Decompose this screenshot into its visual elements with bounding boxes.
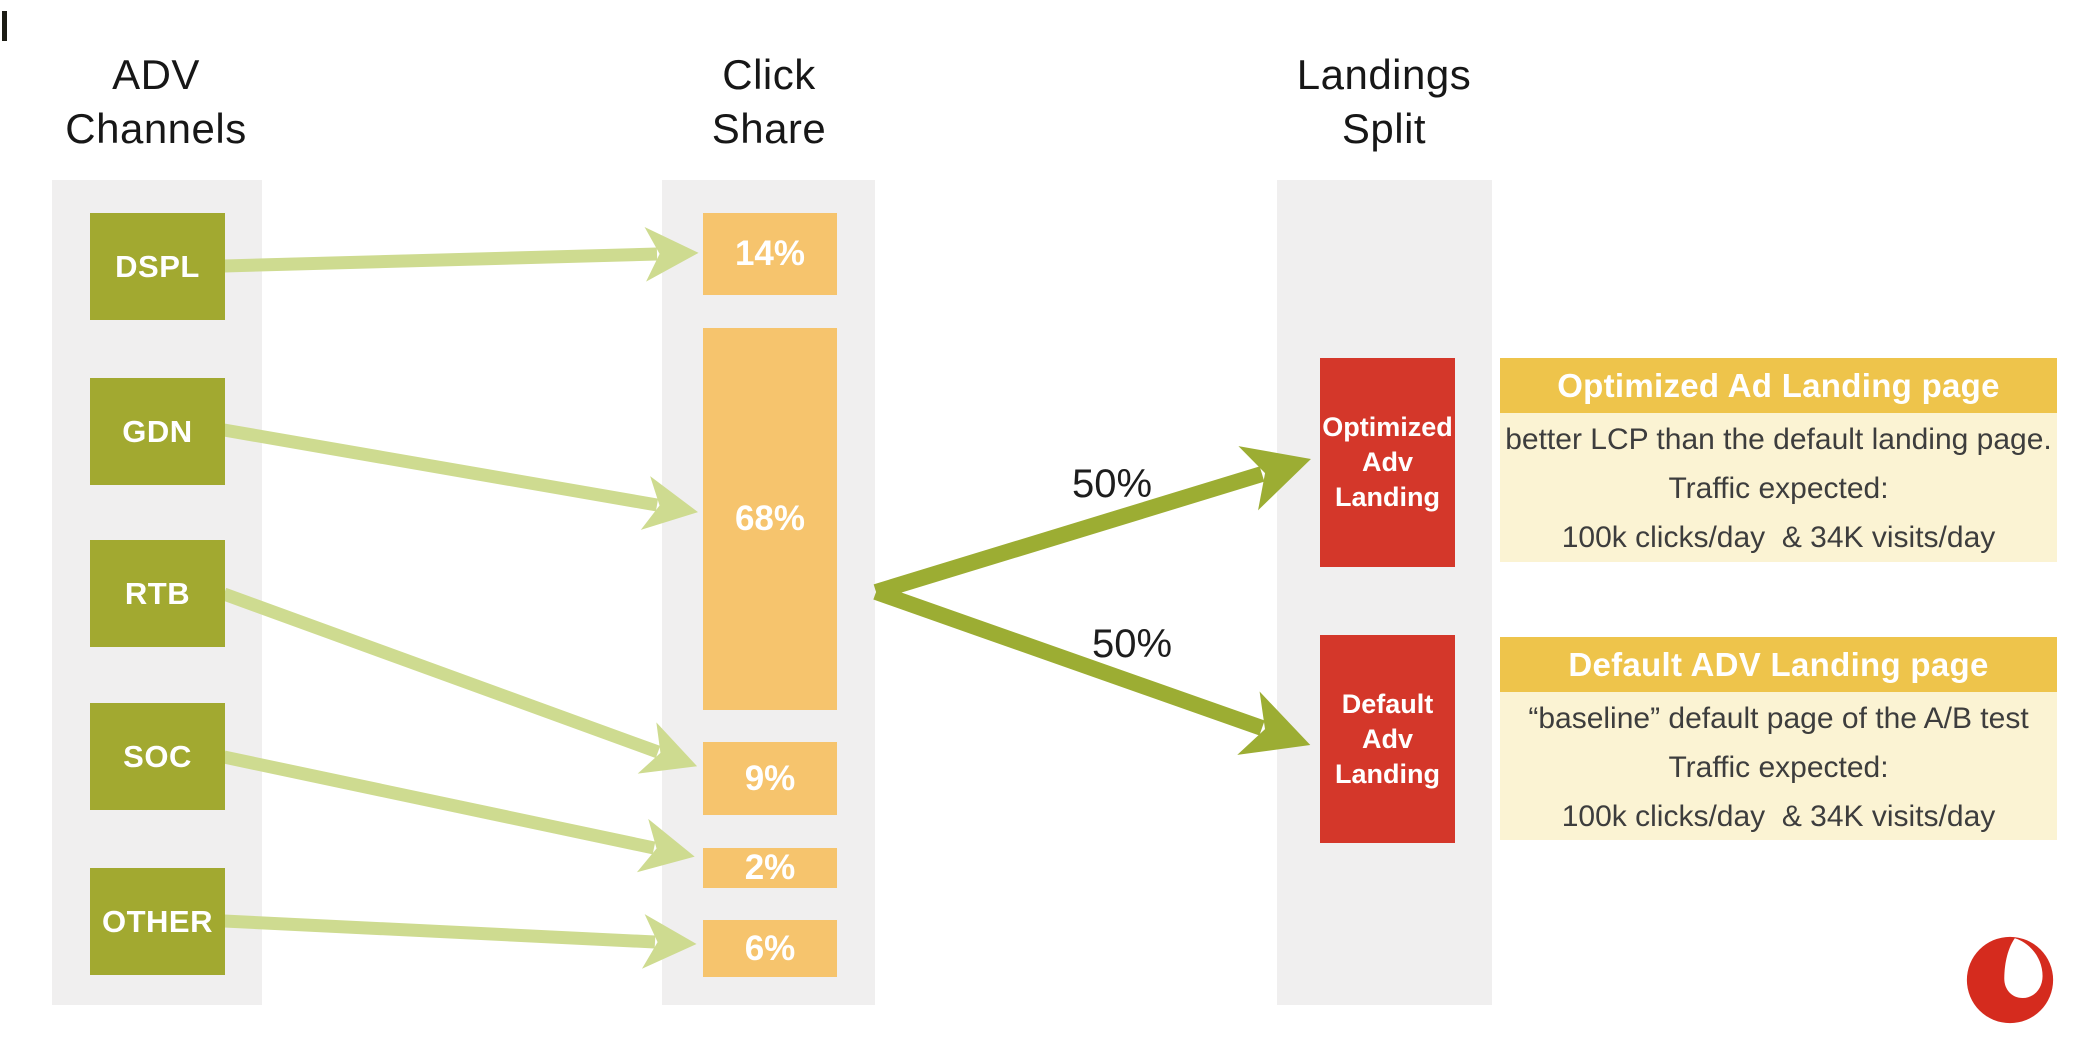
landings-split-column-background [1277,180,1492,1005]
arrow-rtb-to-9pct [221,587,698,774]
slide-edge-mark [2,11,7,41]
panel-title-default-landing: Default ADV Landing page [1500,637,2057,692]
channel-box-soc: SOC [90,703,225,810]
panel-body-default-landing: “baseline” default page of the A/B test … [1500,692,2057,840]
arrow-dspl-to-14pct [223,227,699,282]
column-title-adv-channels: ADV Channels [65,51,247,152]
click-share-box-6pct: 6% [703,920,837,977]
vodafone-logo-icon [1966,936,2054,1024]
landing-box-default: Default Adv Landing [1320,635,1455,843]
panel-body-optimized-landing: better LCP than the default landing page… [1500,413,2057,562]
channel-box-other: OTHER [90,868,225,975]
channel-box-dspl: DSPL [90,213,225,320]
click-share-box-14pct: 14% [703,213,837,295]
column-title-landings-split: Landings Split [1296,51,1472,152]
click-share-box-2pct: 2% [703,848,837,888]
channel-box-gdn: GDN [90,378,225,485]
split-percentage-top-label: 50% [1071,462,1153,506]
arrow-other-to-6pct [223,914,697,969]
channel-box-rtb: RTB [90,540,225,647]
click-share-box-9pct: 9% [703,742,837,815]
arrow-gdn-to-68pct [222,423,698,530]
click-share-box-68pct: 68% [703,328,837,710]
column-title-click-share: Click Share [711,51,827,152]
panel-title-optimized-landing: Optimized Ad Landing page [1500,358,2057,413]
split-percentage-bottom-label: 50% [1091,622,1173,666]
arrow-soc-to-2pct [222,750,695,873]
landing-box-optimized: Optimized Adv Landing [1320,358,1455,567]
